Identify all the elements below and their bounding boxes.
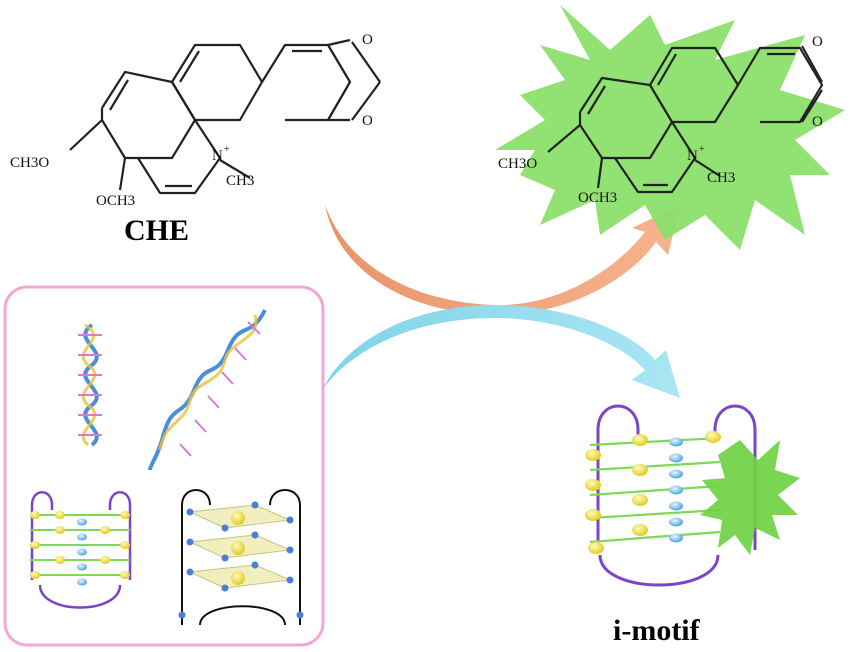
orange-arrow [325,205,680,315]
che-title: CHE [124,214,189,247]
imotif-large [585,404,800,587]
che-molecule: O O CH3O OCH3 N + CH3 CHE [10,32,381,247]
oxygen-upper-label: O [362,32,373,48]
che-molecule-bound: O O CH3O OCH3 N + CH3 [498,34,824,206]
methoxy-left-label: CH3O [10,155,49,171]
small-imotif [30,491,132,609]
charge-label: + [224,144,230,155]
methyl-label: CH3 [226,173,254,189]
methoxy-left-label-bound: CH3O [498,156,537,172]
nitrogen-label-bound: N [687,148,698,164]
cyan-arrow [322,305,680,398]
nitrogen-label: N [212,148,223,164]
double-helix-vertical [78,323,102,447]
oxygen-upper-label-bound: O [812,34,823,50]
bound-ligand-burst [700,440,800,555]
methyl-label-bound: CH3 [707,170,735,186]
g-quadruplex [178,489,304,626]
double-helix-diagonal [148,309,267,471]
oxygen-lower-label: O [362,113,373,129]
imotif-label: i-motif [613,614,701,647]
dna-structures-box [3,285,325,647]
oxygen-lower-label-bound: O [812,114,823,130]
charge-label-bound: + [699,144,705,155]
fluorescence-burst [495,5,845,250]
methoxy-bottom-label-bound: OCH3 [578,190,617,206]
methoxy-bottom-label: OCH3 [96,193,135,209]
